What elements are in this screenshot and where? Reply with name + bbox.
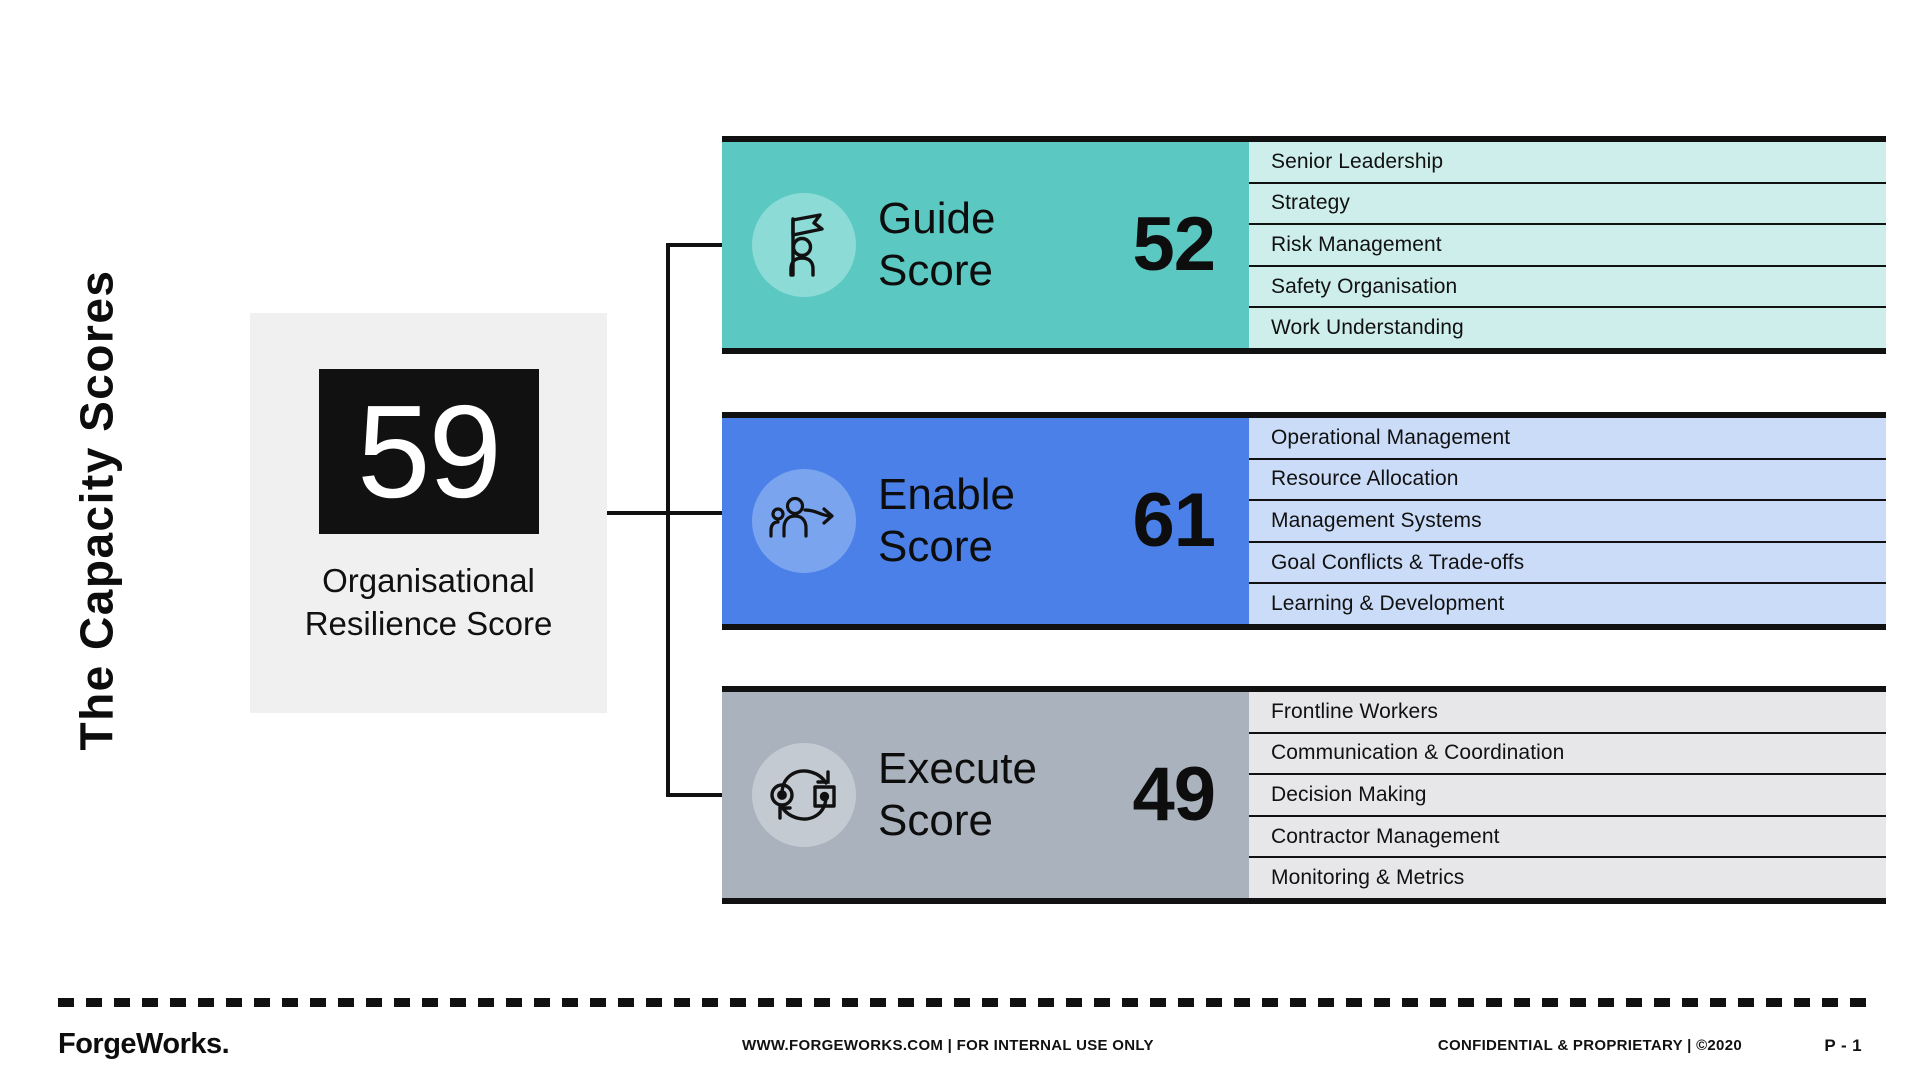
list-item[interactable]: Senior Leadership [1249,142,1886,182]
execute-summary-panel[interactable]: Execute Score 49 [722,692,1249,898]
list-item[interactable]: Work Understanding [1249,306,1886,348]
guide-subitem-list: Senior Leadership Strategy Risk Manageme… [1249,142,1886,348]
list-item[interactable]: Risk Management [1249,223,1886,265]
overall-score-caption: Organisational Resilience Score [305,560,553,644]
list-item[interactable]: Learning & Development [1249,582,1886,624]
list-item[interactable]: Monitoring & Metrics [1249,856,1886,898]
overall-score-chip: 59 [318,369,539,535]
footer-divider [58,998,1870,1007]
guide-title-line2: Score [878,246,993,295]
guide-title-line1: Guide [878,194,996,244]
enable-title-line1: Enable [878,470,1016,520]
enable-title-line2: Score [878,522,993,571]
footer-page-number: P - 1 [1824,1036,1862,1055]
slide-title-vertical: The Capacity Scores [52,170,142,850]
capacity-row-enable[interactable]: Enable Score 61 Operational Management R… [722,412,1886,630]
people-arrow-icon [752,469,856,573]
capacity-row-execute[interactable]: Execute Score 49 Frontline Workers Commu… [722,686,1886,904]
footer-confidentiality-text: CONFIDENTIAL & PROPRIETARY | ©2020 [1437,1037,1742,1054]
guide-title: Guide Score [878,193,1132,297]
footer-center-text: WWW.FORGEWORKS.COM | FOR INTERNAL USE ON… [742,1037,1154,1054]
enable-title: Enable Score [878,469,1132,573]
enable-subitem-list: Operational Management Resource Allocati… [1249,418,1886,624]
execute-title-line2: Score [878,796,993,845]
footer: ForgeWorks. WWW.FORGEWORKS.COM | FOR INT… [0,1028,1920,1070]
list-item[interactable]: Safety Organisation [1249,264,1886,307]
list-item[interactable]: Resource Allocation [1249,457,1886,500]
brand-logo: ForgeWorks. [58,1028,230,1060]
list-item[interactable]: Strategy [1249,181,1886,224]
execute-title-line1: Execute [878,744,1037,794]
execute-subitem-list: Frontline Workers Communication & Coordi… [1249,692,1886,898]
cycle-refresh-icon [752,743,856,847]
execute-title: Execute Score [878,743,1132,847]
execute-score-value: 49 [1132,752,1216,837]
list-item[interactable]: Operational Management [1249,418,1886,458]
guide-summary-panel[interactable]: Guide Score 52 [722,142,1249,348]
list-item[interactable]: Goal Conflicts & Trade-offs [1249,540,1886,583]
enable-score-value: 61 [1132,478,1216,563]
capacity-row-guide[interactable]: Guide Score 52 Senior Leadership Strateg… [722,136,1886,354]
list-item[interactable]: Management Systems [1249,499,1886,541]
overall-score-card: 59 Organisational Resilience Score [250,313,607,713]
list-item[interactable]: Frontline Workers [1249,692,1886,732]
overall-score-caption-line2: Resilience Score [304,604,553,642]
guide-score-value: 52 [1132,202,1216,287]
enable-summary-panel[interactable]: Enable Score 61 [722,418,1249,624]
list-item[interactable]: Decision Making [1249,773,1886,815]
list-item[interactable]: Contractor Management [1249,814,1886,857]
list-item[interactable]: Communication & Coordination [1249,731,1886,774]
overall-score-caption-line1: Organisational [322,562,535,600]
flag-person-icon [752,193,856,297]
overall-score-value: 59 [357,377,502,525]
page-title: The Capacity Scores [71,269,123,751]
